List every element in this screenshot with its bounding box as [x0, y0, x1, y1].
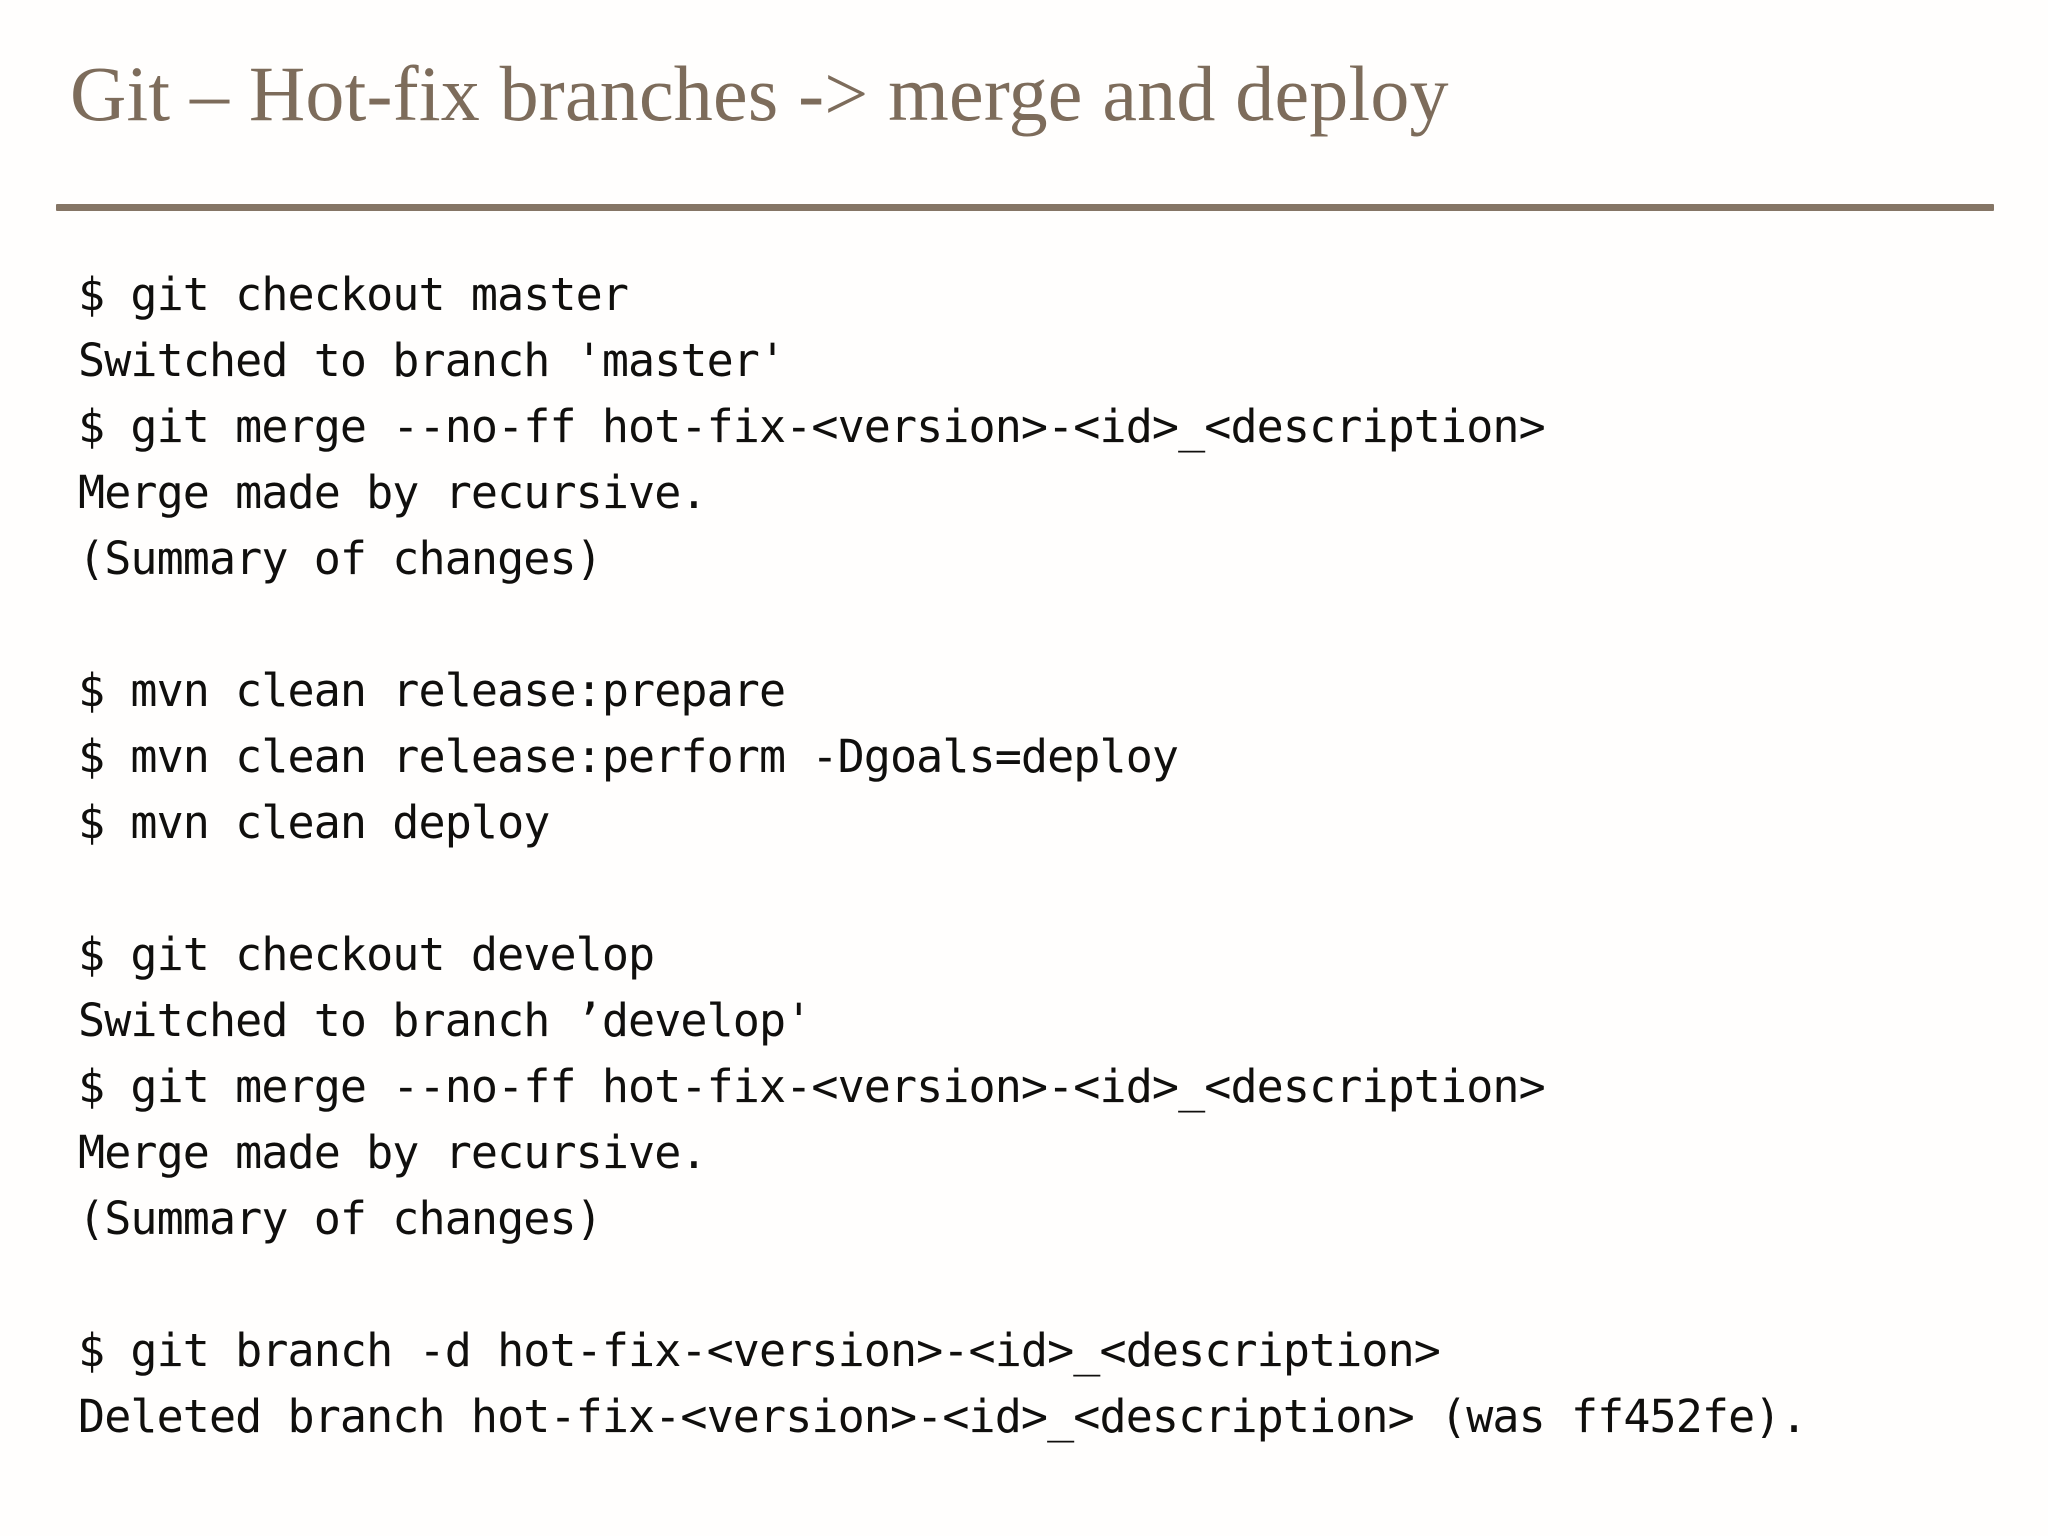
- terminal-line: (Summary of changes): [78, 1192, 603, 1245]
- terminal-line: $ mvn clean release:prepare: [78, 664, 786, 717]
- slide-title-block: Git – Hot-fix branches -> merge and depl…: [70, 50, 2010, 172]
- terminal-line: $ git checkout develop: [78, 928, 655, 981]
- terminal-line: $ git branch -d hot-fix-<version>-<id>_<…: [78, 1324, 1441, 1377]
- terminal-line: Switched to branch ’develop': [78, 994, 812, 1047]
- terminal-line: $ mvn clean deploy: [78, 796, 550, 849]
- terminal-line: Switched to branch 'master': [78, 334, 786, 387]
- terminal-line: $ mvn clean release:perform -Dgoals=depl…: [78, 730, 1179, 783]
- terminal-line: $ git merge --no-ff hot-fix-<version>-<i…: [78, 400, 1546, 453]
- title-underline-rule: [56, 204, 1994, 211]
- terminal-blank-line: [78, 856, 2028, 922]
- page-title: Git – Hot-fix branches -> merge and depl…: [70, 50, 1449, 137]
- terminal-line: Merge made by recursive.: [78, 1126, 708, 1179]
- terminal-line: Merge made by recursive.: [78, 466, 708, 519]
- terminal-line: $ git merge --no-ff hot-fix-<version>-<i…: [78, 1060, 1546, 1113]
- terminal-line: (Summary of changes): [78, 532, 603, 585]
- terminal-blank-line: [78, 592, 2028, 658]
- terminal-line: $ git checkout master: [78, 268, 629, 321]
- terminal-line: Deleted branch hot-fix-<version>-<id>_<d…: [78, 1390, 1808, 1443]
- terminal-blank-line: [78, 1252, 2028, 1318]
